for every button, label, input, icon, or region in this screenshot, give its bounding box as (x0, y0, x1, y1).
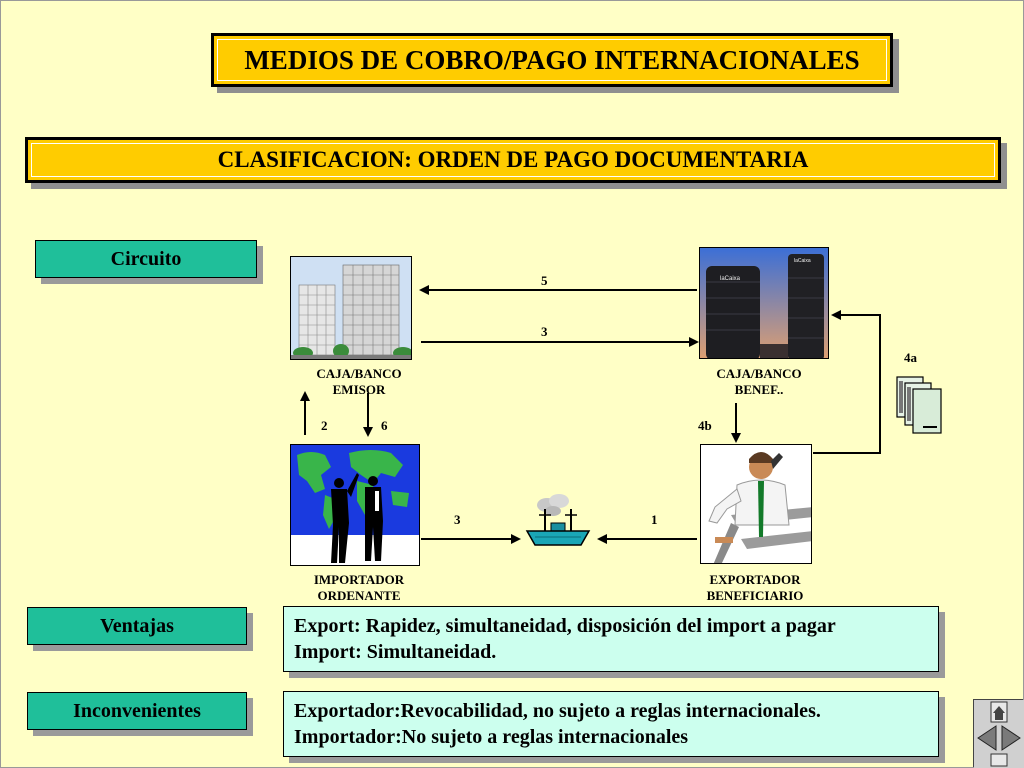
banco-benef-caption: CAJA/BANCO BENEF.. (697, 366, 821, 398)
arrow-4b-label: 4b (698, 418, 712, 433)
arrow-1-label: 1 (651, 512, 658, 527)
ventajas-label: Ventajas (27, 607, 247, 645)
banco-emisor-line-1: CAJA/BANCO (316, 366, 402, 381)
importador-line-2: ORDENANTE (317, 588, 401, 603)
inconvenientes-line-1: Exportador:Revocabilidad, no sujeto a re… (294, 700, 821, 722)
arrow-4a (813, 310, 881, 454)
home-icon[interactable] (990, 701, 1008, 723)
arrow-5-label: 5 (541, 273, 548, 288)
exportador-caption: EXPORTADOR BENEFICIARIO (687, 572, 823, 604)
bank-sign-2: laCaixa (794, 258, 811, 264)
importador-caption: IMPORTADOR ORDENANTE (293, 572, 425, 604)
exportador-image (700, 444, 812, 564)
document-icon (895, 375, 945, 435)
exportador-line-2: BENEFICIARIO (706, 588, 804, 603)
circuito-label: Circuito (35, 240, 257, 278)
inconvenientes-text: Exportador:Revocabilidad, no sujeto a re… (283, 691, 939, 757)
next-icon[interactable] (1001, 725, 1021, 751)
prev-icon[interactable] (977, 725, 997, 751)
banco-benef-line-1: CAJA/BANCO (716, 366, 802, 381)
arrow-3-top-label: 3 (541, 324, 548, 339)
inconvenientes-label: Inconvenientes (27, 692, 247, 730)
inconvenientes-line-2: Importador:No sujeto a reglas internacio… (294, 726, 689, 748)
banco-emisor-caption: CAJA/BANCO EMISOR (297, 366, 421, 398)
banco-emisor-line-2: EMISOR (332, 382, 386, 397)
arrow-4a-label: 4a (904, 350, 917, 365)
ventajas-text: Export: Rapidez, simultaneidad, disposic… (283, 606, 939, 672)
ventajas-line-2: Import: Simultaneidad. (294, 641, 497, 663)
importador-image (290, 444, 420, 566)
arrow-2-label: 2 (321, 418, 328, 433)
importador-line-1: IMPORTADOR (313, 572, 405, 587)
banco-benef-line-2: BENEF.. (734, 382, 784, 397)
arrow-3-bottom-label: 3 (454, 512, 461, 527)
slide-nav (973, 699, 1024, 768)
slide-subtitle: CLASIFICACION: ORDEN DE PAGO DOCUMENTARI… (25, 137, 1001, 183)
ventajas-line-1: Export: Rapidez, simultaneidad, disposic… (294, 615, 836, 637)
exportador-line-1: EXPORTADOR (709, 572, 801, 587)
bank-emisor-image (290, 256, 412, 360)
ship-icon (525, 493, 591, 549)
slide-title: MEDIOS DE COBRO/PAGO INTERNACIONALES (211, 33, 893, 87)
bank-benef-image: laCaixa laCaixa (699, 247, 829, 359)
bank-sign-1: laCaixa (720, 276, 741, 282)
arrow-6-label: 6 (381, 418, 388, 433)
